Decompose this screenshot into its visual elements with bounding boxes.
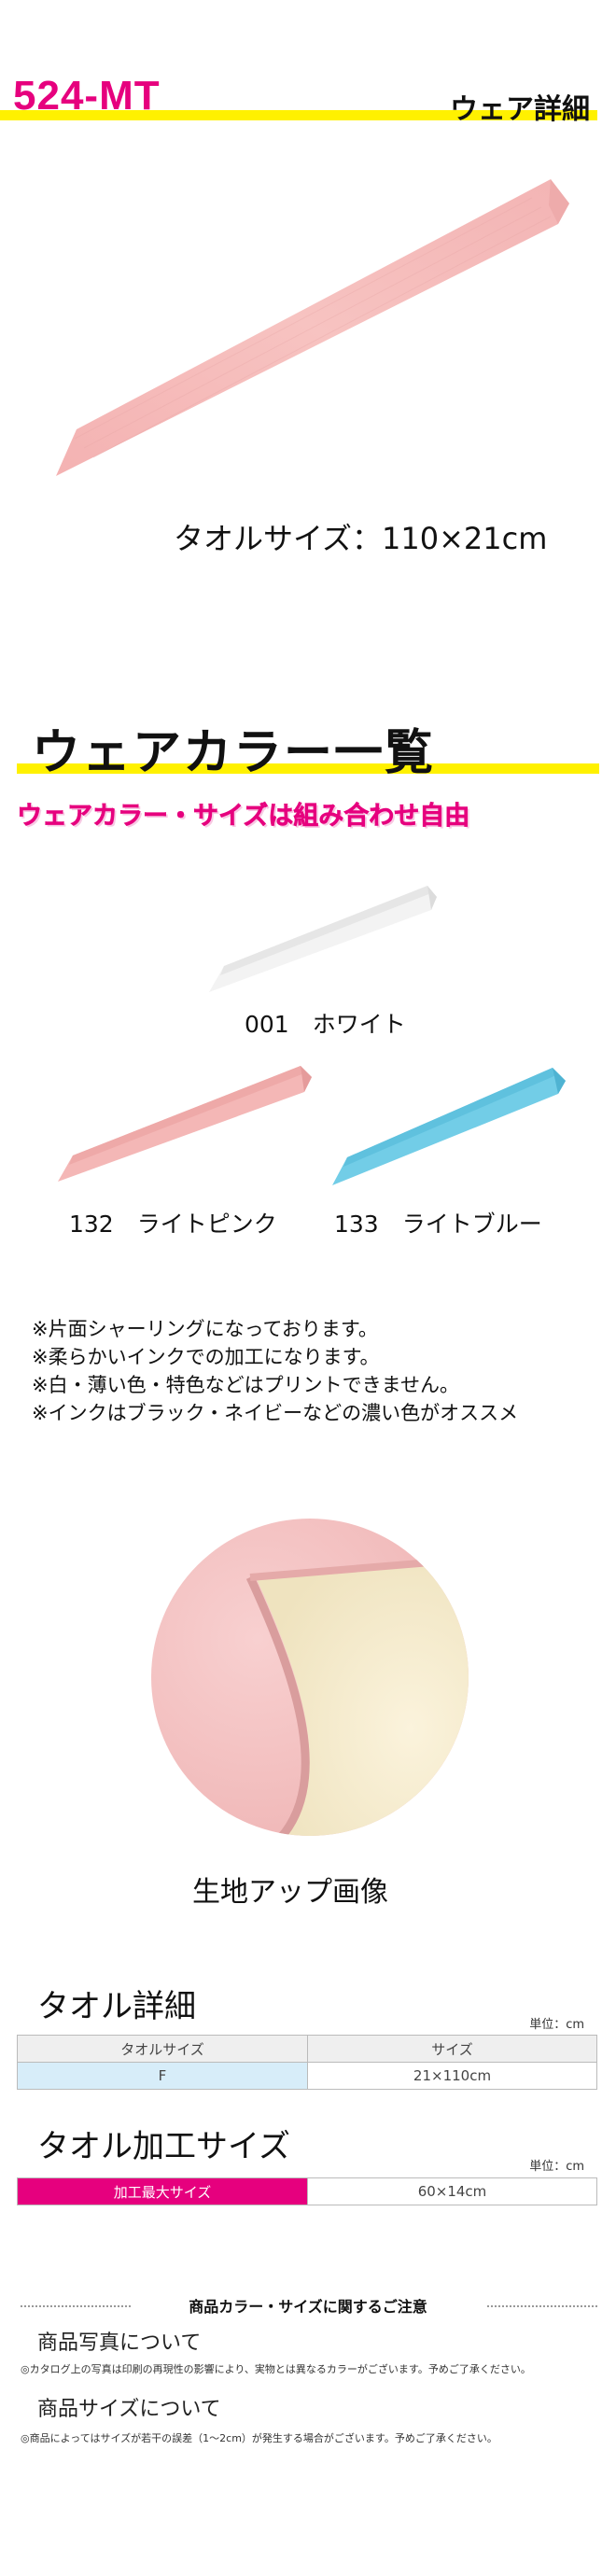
color-label-light-blue: 133 ライトブルー xyxy=(334,1211,542,1238)
towel-main-image xyxy=(56,179,569,476)
note-4: ※インクはブラック・ネイビーなどの濃い色がオススメ xyxy=(32,1402,519,1424)
note-3: ※白・薄い色・特色などはプリントできません。 xyxy=(32,1374,459,1396)
towel-print-title: タオル加工サイズ xyxy=(37,2128,290,2165)
product-code: 524-MT xyxy=(13,73,161,119)
header-highlight-bar xyxy=(0,110,597,120)
section-title: ウェア詳細 xyxy=(450,93,590,126)
color-label-white: 001 ホワイト xyxy=(245,1011,406,1038)
fabric-closeup-image xyxy=(151,1519,469,1836)
towel-print-unit: 単位：cm xyxy=(529,2160,584,2174)
colors-section-title: ウェアカラー一覧 xyxy=(32,725,436,781)
table-cell-size-value: 21×110cm xyxy=(307,2062,597,2090)
colors-section-subtitle: ウェアカラー・サイズは組み合わせ自由 xyxy=(17,802,470,832)
note-1: ※片面シャーリングになっております。 xyxy=(32,1318,378,1340)
print-size-label: 加工最大サイズ xyxy=(17,2177,308,2205)
towel-size-caption: タオルサイズ：110×21cm xyxy=(174,521,548,556)
table-header-towel-size: タオルサイズ xyxy=(17,2035,308,2063)
towel-detail-unit: 単位：cm xyxy=(529,2018,584,2032)
towel-swatch-light-blue xyxy=(332,1068,566,1185)
caution-title: 商品カラー・サイズに関するご注意 xyxy=(131,2294,485,2317)
table-row: 加工最大サイズ 60×14cm xyxy=(17,2177,597,2205)
photo-note-heading: 商品写真について xyxy=(37,2331,202,2355)
towel-detail-title: タオル詳細 xyxy=(37,1988,196,2025)
color-label-light-pink: 132 ライトピンク xyxy=(69,1211,277,1238)
size-note-text: ◎商品によってはサイズが若干の誤差（1〜2cm）が発生する場合がございます。予め… xyxy=(21,2432,497,2444)
note-2: ※柔らかいインクでの加工になります。 xyxy=(32,1346,380,1368)
towel-detail-table: タオルサイズ サイズ F 21×110cm xyxy=(17,2035,597,2090)
towel-print-table: 加工最大サイズ 60×14cm xyxy=(17,2177,597,2205)
caution-title-text: 商品カラー・サイズに関するご注意 xyxy=(189,2298,427,2316)
towel-swatch-light-pink xyxy=(58,1066,312,1182)
table-header-row: タオルサイズ サイズ xyxy=(17,2035,597,2063)
table-header-size: サイズ xyxy=(307,2035,597,2063)
colors-title-highlight xyxy=(17,763,599,774)
print-size-value: 60×14cm xyxy=(307,2177,597,2205)
table-row: F 21×110cm xyxy=(17,2062,597,2090)
towel-swatch-white xyxy=(209,886,437,992)
photo-note-text: ◎カタログ上の写真は印刷の再現性の影響により、実物とは異なるカラーがございます。… xyxy=(21,2363,531,2375)
size-note-heading: 商品サイズについて xyxy=(37,2398,221,2421)
table-cell-size-code: F xyxy=(17,2062,308,2090)
fabric-caption: 生地アップ画像 xyxy=(192,1876,388,1909)
